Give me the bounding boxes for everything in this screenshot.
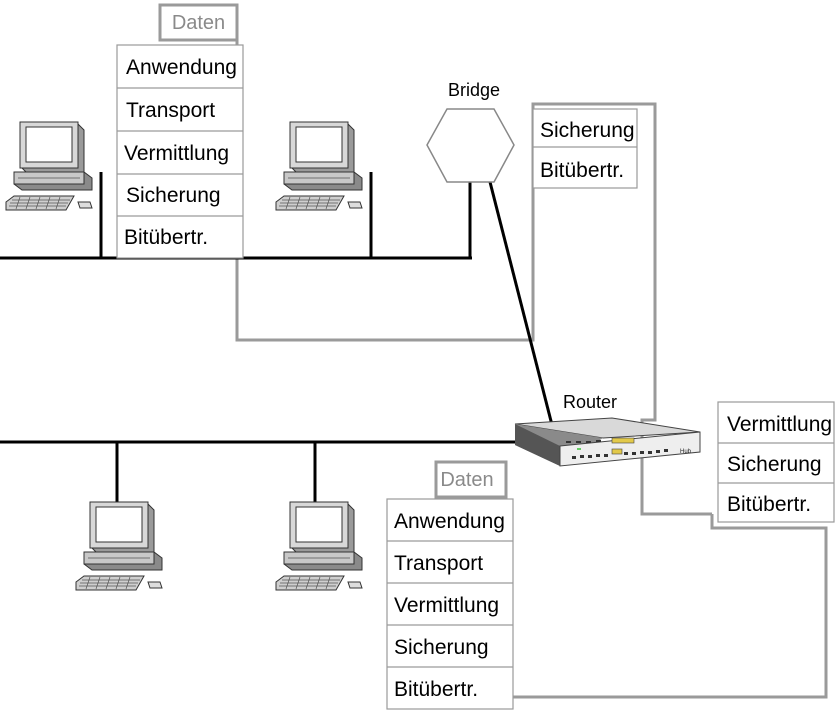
bridge-router-link (488, 181, 554, 426)
layer-label: Sicherung (126, 184, 221, 207)
router-stack-frame (717, 401, 835, 523)
computer-icon (75, 501, 163, 591)
data-path-line (235, 40, 712, 516)
layer-label: Sicherung (540, 119, 635, 142)
stack-bottom: Daten Anwendung Transport Vermittlung Si… (386, 460, 514, 710)
router-label: Router (563, 392, 617, 412)
layer-label: Sicherung (394, 636, 489, 659)
computer-icon (275, 121, 363, 211)
layer-label: Vermittlung (394, 594, 499, 617)
router: Router (514, 392, 835, 523)
bridge-label: Bridge (448, 80, 500, 100)
hub-device-icon: Hub (514, 417, 701, 467)
layer-label: Bitübertr. (124, 226, 208, 249)
daten-label-bottom: Daten (440, 469, 493, 491)
daten-label-top: Daten (172, 12, 225, 34)
layer-label: Bitübertr. (540, 159, 624, 182)
layer-label: Anwendung (126, 56, 237, 79)
layer-label: Vermittlung (727, 413, 832, 436)
daten-box-top (158, 3, 239, 42)
layer-label: Transport (126, 99, 215, 122)
daten-box-bottom (434, 460, 508, 499)
layer-label: Bitübertr. (394, 678, 478, 701)
layer-label: Transport (394, 552, 483, 575)
stack-top-left-frame (116, 44, 244, 259)
bridge-stack-frame (532, 108, 638, 189)
bridge-icon (426, 108, 515, 183)
layer-label: Vermittlung (124, 142, 229, 165)
computer-icon (5, 121, 93, 211)
data-path-line-router-bottom (506, 500, 828, 699)
layer-label: Anwendung (394, 510, 505, 533)
stack-bottom-frame (386, 498, 514, 710)
stack-top-left: Daten Anwendung Transport Vermittlung Si… (116, 3, 244, 259)
computer-icon (275, 501, 363, 591)
bridge: Bridge Sicherung Bitübertr. (426, 80, 638, 189)
layer-label: Sicherung (727, 453, 822, 476)
layer-label: Bitübertr. (727, 493, 811, 516)
hub-device-text: Hub (680, 449, 692, 455)
